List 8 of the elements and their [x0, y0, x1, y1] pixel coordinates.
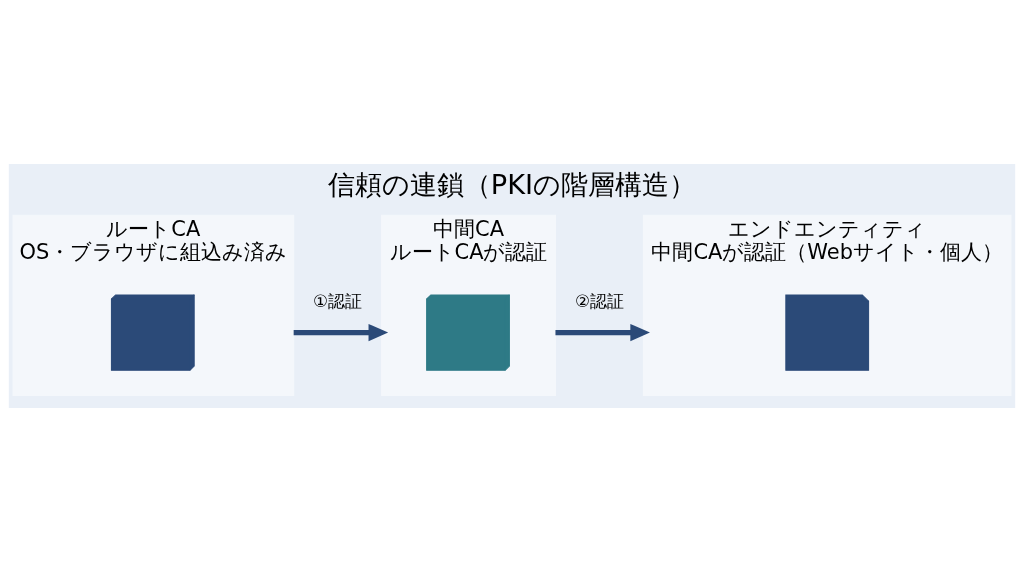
edge-label: ②認証 [574, 291, 624, 312]
diagram-title: 信頼の連鎖（PKIの階層構造） [327, 169, 697, 201]
cluster: ルートCA OS・ブラウザに組込み済み [12, 214, 295, 396]
edge-label: ①認証 [313, 291, 363, 312]
cluster: エンドエンティティ 中間CAが認証（Webサイト・個人） [642, 214, 1012, 396]
arrow [555, 324, 650, 342]
cluster: 中間CA ルートCAが認証 [381, 214, 556, 396]
arrow [293, 324, 389, 342]
